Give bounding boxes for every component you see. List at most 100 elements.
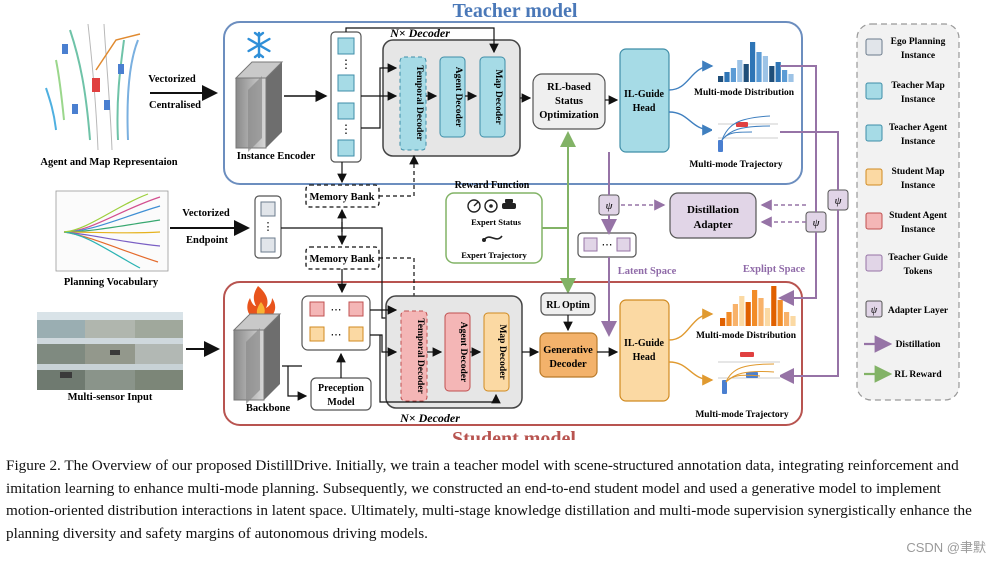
student-distribution-bars bbox=[720, 286, 796, 326]
memory-bank-top-label: Memory Bank bbox=[309, 192, 374, 203]
rl-optim-label: RL Optim bbox=[546, 300, 590, 311]
student-agent-decoder-label: Agent Decoder bbox=[458, 322, 468, 383]
expert-trajectory-label: Expert Trajectory bbox=[461, 250, 527, 260]
label-centralised: Centralised bbox=[149, 100, 201, 111]
legend-label: Student Agent bbox=[889, 211, 948, 221]
legend-psi: ψ bbox=[871, 305, 878, 316]
legend-label: Instance bbox=[901, 51, 935, 61]
latent-space-label: Latent Space bbox=[618, 266, 677, 277]
legend-label: Instance bbox=[901, 95, 935, 105]
legend-swatch bbox=[865, 254, 883, 272]
distilldrive-diagram: Teacher model Student model Agent and Ma… bbox=[36, 0, 960, 440]
svg-text:⋯: ⋯ bbox=[331, 329, 342, 341]
legend-label: Distillation bbox=[896, 340, 942, 350]
distribution-bar bbox=[756, 52, 762, 82]
teacher-distribution-label: Multi-mode Distribution bbox=[694, 88, 795, 98]
student-decoder-repeat: N× Decoder bbox=[399, 411, 460, 425]
distribution-bar bbox=[762, 56, 768, 82]
teacher-title: Teacher model bbox=[453, 0, 578, 22]
figure-caption: Figure 2. The Overview of our proposed D… bbox=[6, 457, 972, 542]
legend-label: Teacher Guide bbox=[888, 253, 947, 263]
svg-text:⋮: ⋮ bbox=[263, 221, 274, 233]
label-endpoint: Endpoint bbox=[186, 235, 229, 246]
distribution-bar bbox=[777, 300, 783, 326]
teacher-temporal-decoder-label: Temporal Decoder bbox=[414, 65, 424, 141]
rl-status-line1: RL-based bbox=[547, 82, 591, 93]
legend-label: Instance bbox=[901, 137, 935, 147]
distribution-bar bbox=[775, 62, 781, 82]
distribution-bar bbox=[771, 286, 777, 326]
svg-text:⋯: ⋯ bbox=[602, 239, 613, 251]
planning-vocab-plot bbox=[55, 190, 169, 272]
teacher-instance-column: ⋮ ⋮ bbox=[330, 31, 362, 163]
teacher-decoder-repeat: N× Decoder bbox=[389, 26, 450, 40]
teacher-temporal-decoder bbox=[399, 56, 427, 151]
preception-model-line1: Preception bbox=[318, 383, 364, 394]
teacher-il-guide-line1: IL-Guide bbox=[624, 89, 665, 100]
student-trajectory-plot bbox=[714, 352, 780, 400]
multi-sensor-label: Multi-sensor Input bbox=[68, 392, 153, 403]
teacher-agent-decoder bbox=[439, 56, 466, 138]
legend-swatch bbox=[865, 38, 883, 56]
teacher-agent-decoder-label: Agent Decoder bbox=[453, 67, 463, 128]
legend-label: Instance bbox=[901, 181, 935, 191]
speedometer-icon bbox=[467, 199, 481, 213]
student-temporal-decoder bbox=[400, 310, 428, 402]
backbone-block bbox=[232, 313, 282, 404]
student-il-guide-head bbox=[619, 299, 670, 402]
distribution-bar bbox=[718, 76, 724, 82]
car-icon bbox=[502, 199, 516, 209]
label-vectorized-top: Vectorized bbox=[148, 74, 196, 85]
generative-decoder-line2: Decoder bbox=[549, 359, 587, 370]
explicit-space-label: Explipt Space bbox=[743, 264, 805, 275]
expert-status-label: Expert Status bbox=[471, 217, 522, 227]
legend-label: Ego Planning bbox=[891, 37, 946, 47]
distribution-bar bbox=[743, 64, 749, 82]
snowflake-icon bbox=[247, 31, 271, 59]
instance-encoder-label: Instance Encoder bbox=[237, 151, 316, 162]
watermark: CSDN @聿默 bbox=[906, 540, 986, 555]
legend-swatch bbox=[865, 168, 883, 186]
distribution-bar bbox=[788, 74, 794, 82]
teacher-guide-tokens: ⋯ bbox=[577, 232, 637, 258]
legend-label: Instance bbox=[901, 225, 935, 235]
distribution-bar bbox=[750, 42, 756, 82]
teacher-frame bbox=[223, 21, 803, 185]
distribution-bar bbox=[790, 316, 796, 326]
legend-label: Student Map bbox=[891, 167, 944, 177]
student-frame bbox=[223, 281, 803, 426]
agent-map-scene bbox=[36, 23, 150, 151]
agent-map-label: Agent and Map Representaion bbox=[40, 157, 177, 168]
student-il-guide-line2: Head bbox=[633, 352, 656, 363]
reward-function-label: Reward Function bbox=[455, 180, 530, 191]
legend-label: RL Reward bbox=[894, 370, 942, 380]
student-instance-box: ⋯ ⋯ bbox=[301, 295, 371, 351]
memory-bank-bottom-label: Memory Bank bbox=[309, 254, 374, 265]
preception-model-line2: Model bbox=[327, 397, 354, 408]
label-vectorized-mid: Vectorized bbox=[182, 208, 230, 219]
planning-vocab-label: Planning Vocabulary bbox=[64, 277, 159, 288]
rl-status-line2: Status bbox=[555, 96, 583, 107]
svg-text:⋮: ⋮ bbox=[340, 57, 352, 71]
legend-label: Adapter Layer bbox=[888, 306, 949, 316]
legend-label: Tokens bbox=[904, 267, 933, 277]
generative-decoder bbox=[539, 332, 598, 378]
legend-label: Teacher Map bbox=[891, 81, 945, 91]
teacher-trajectory-label: Multi-mode Trajectory bbox=[689, 160, 783, 170]
backbone-label: Backbone bbox=[246, 403, 291, 414]
distribution-bar bbox=[782, 70, 788, 82]
student-temporal-decoder-label: Temporal Decoder bbox=[415, 318, 425, 394]
ego-planning-column: ⋮ bbox=[254, 195, 282, 259]
student-map-decoder-label: Map Decoder bbox=[497, 324, 507, 380]
instance-encoder-block bbox=[234, 61, 284, 152]
distribution-bar bbox=[745, 302, 751, 326]
svg-text:⋯: ⋯ bbox=[331, 304, 342, 316]
teacher-il-guide-head bbox=[619, 48, 670, 153]
teacher-distribution-bars bbox=[718, 42, 794, 82]
trajectory-icon bbox=[482, 235, 503, 242]
legend-label: Teacher Agent bbox=[889, 123, 948, 133]
adapter-psi-far-label: ψ bbox=[835, 195, 842, 207]
teacher-trajectory-plot bbox=[712, 110, 778, 156]
distribution-bar bbox=[724, 72, 730, 82]
